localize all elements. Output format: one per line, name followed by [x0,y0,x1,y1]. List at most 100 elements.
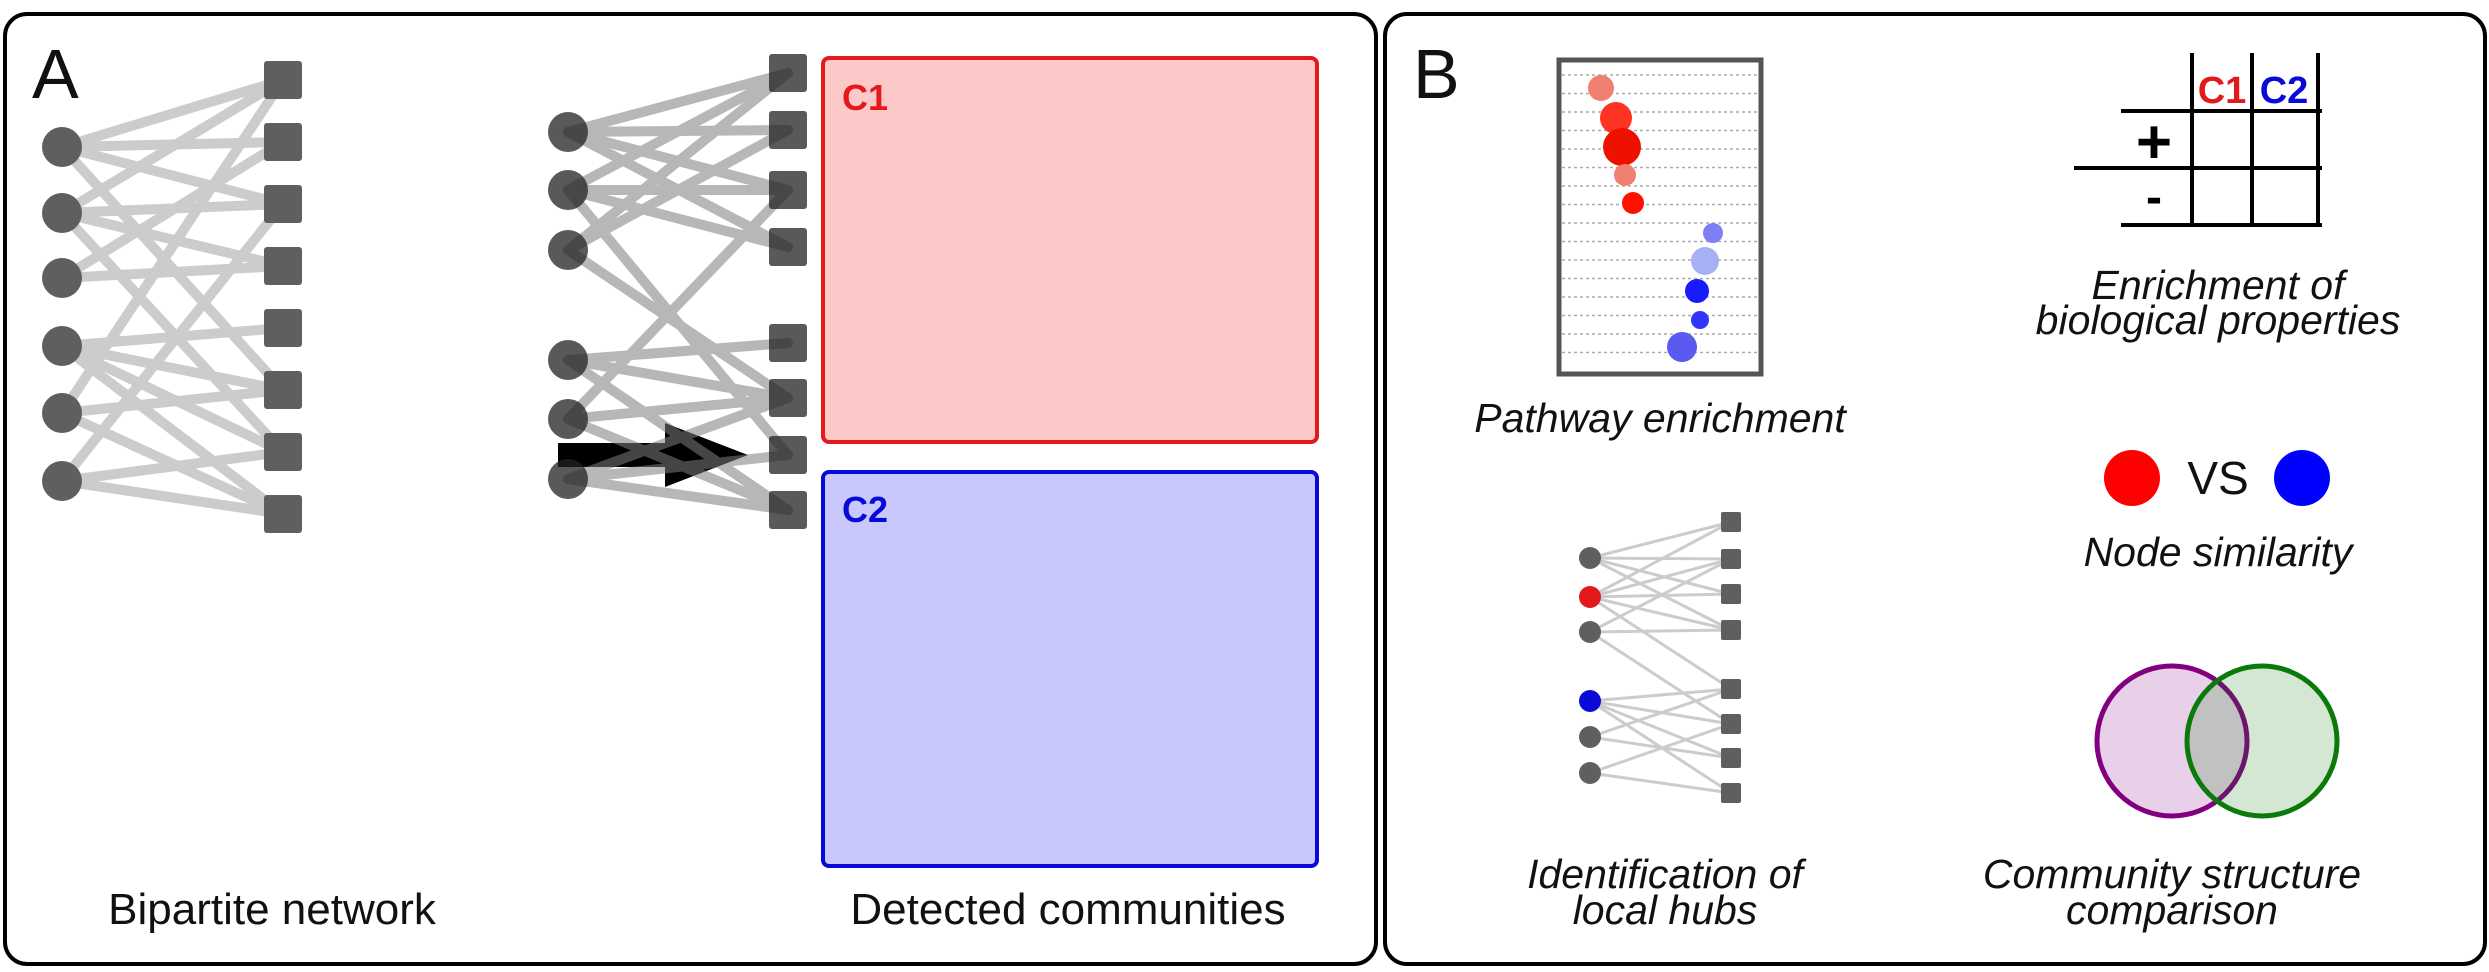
hub-circle-node [1579,762,1601,784]
hub-circle-node [1579,690,1601,712]
edge [57,75,288,218]
square-node [264,185,302,223]
edge [57,341,288,519]
pathway-dot [1600,102,1632,134]
square-node [769,228,807,266]
edge [563,185,793,252]
venn-right-circle [2184,663,2340,819]
pathway-plot-frame [1556,57,1764,377]
edge [1589,687,1732,703]
pathway-dot [1691,247,1719,275]
hubs-network-nodes [1579,512,1741,803]
circle-node [548,399,588,439]
edge [57,75,288,152]
community-c2-box [821,470,1319,868]
edge [57,199,288,486]
edge [563,474,793,515]
left-network-nodes [42,61,302,533]
hub-square-node [1721,679,1741,699]
pathway-dot [1603,128,1641,166]
circle-node [548,170,588,210]
red-node-icon [2104,450,2160,506]
bipartite-network-caption: Bipartite network [108,885,437,934]
edge [563,68,793,137]
hub-square-node [1721,549,1741,569]
community-comparison-caption-line2: comparison [2066,887,2278,933]
enrichment-row-header-minus: - [2146,171,2162,224]
enrichment-caption-line2: biological properties [2036,297,2401,343]
edge [1589,556,1732,596]
square-node [769,379,807,417]
hub-circle-node [1579,586,1601,608]
edge [1589,687,1732,739]
edge [1589,699,1732,760]
circle-node [548,230,588,270]
pathway-dot [1622,192,1644,214]
enrichment-caption-line1: Enrichment of [2092,262,2349,308]
panel-a-label: A [32,35,79,113]
square-node [264,309,302,347]
right-network-edges [563,68,793,515]
edge [563,125,793,255]
enrichment-col-header-c2: C2 [2260,70,2309,112]
edge [1589,628,1732,634]
hub-square-node [1721,512,1741,532]
edge [563,338,793,365]
hub-circle-node [1579,547,1601,569]
edge [1589,630,1732,726]
square-node [264,61,302,99]
venn-left-circle [2094,663,2250,819]
circle-node [42,393,82,433]
pathway-enrichment-caption: Pathway enrichment [1474,395,1847,441]
edge [1589,595,1732,632]
detected-communities-caption: Detected communities [850,885,1285,934]
pathway-dot [1685,279,1709,303]
right-network-nodes [548,54,807,529]
hub-circle-node [1579,726,1601,748]
pathway-dot [1588,75,1614,101]
circle-node [42,461,82,501]
circle-node [42,193,82,233]
enrichment-table [2074,53,2322,227]
circle-node [42,127,82,167]
hubs-network-edges [1589,520,1732,795]
hub-square-node [1721,620,1741,640]
edge [57,75,288,418]
pathway-plot-dots [1588,75,1723,362]
hub-circle-node [1579,621,1601,643]
pathway-dot [1691,311,1709,329]
community-c1-label: C1 [842,77,888,118]
edge [57,142,288,209]
vs-label: VS [2187,452,2248,504]
left-network-edges [57,75,288,519]
hub-square-node [1721,748,1741,768]
edge [563,393,793,424]
hub-square-node [1721,783,1741,803]
edge [563,450,793,484]
edge [57,447,288,486]
square-node [264,247,302,285]
edge [57,137,288,283]
circle-node [548,112,588,152]
pathway-dot [1703,223,1723,243]
edge [1589,557,1732,599]
enrichment-row-header-plus: + [2136,108,2172,177]
node-similarity-caption: Node similarity [2084,529,2355,575]
square-node [769,324,807,362]
hub-square-node [1721,714,1741,734]
community-comparison-caption-line1: Community structure [1983,851,2361,897]
enrichment-col-header-c1: C1 [2198,70,2247,112]
edge [1589,556,1732,632]
edge [1589,771,1732,795]
pathway-dot [1614,164,1636,186]
edge [1589,722,1732,775]
local-hubs-caption-line2: local hubs [1573,887,1758,933]
local-hubs-caption-line1: Identification of [1527,851,1806,897]
edge [1589,520,1732,599]
square-node [769,171,807,209]
circle-node [42,258,82,298]
community-c2-label: C2 [842,489,888,530]
panel-b-label: B [1413,35,1460,113]
hub-square-node [1721,584,1741,604]
